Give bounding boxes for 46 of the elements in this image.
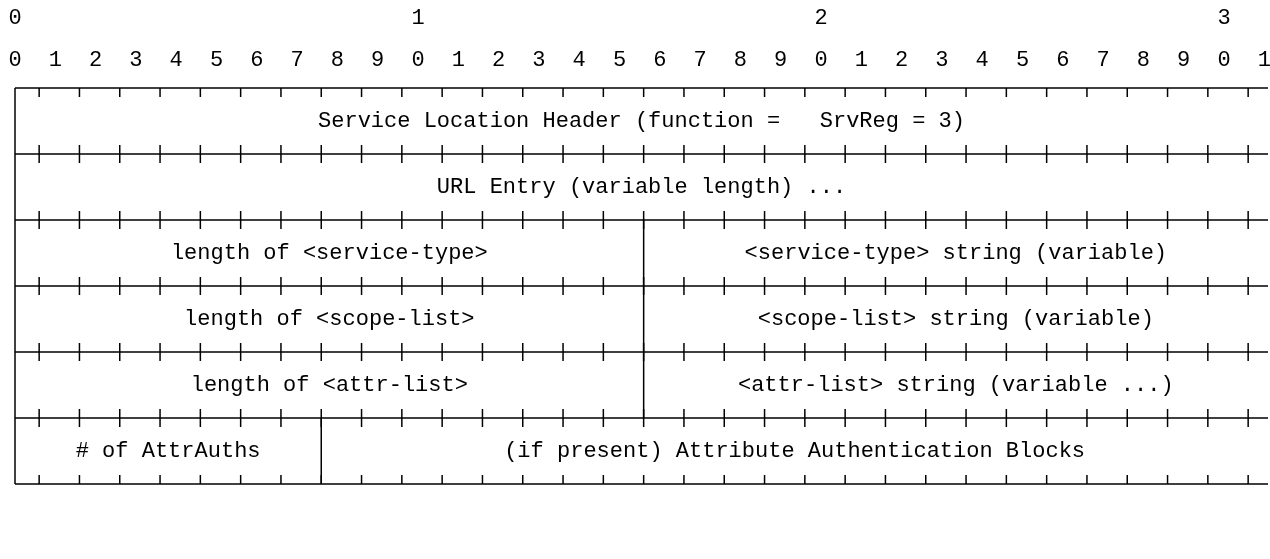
bit-number: 4 bbox=[169, 48, 183, 73]
bit-number: 4 bbox=[975, 48, 989, 73]
bit-number: 5 bbox=[612, 48, 627, 73]
bit-number: 0 bbox=[8, 48, 22, 73]
bit-number: 7 bbox=[1096, 48, 1110, 73]
field-label: <attr-list> string (variable ...) bbox=[737, 372, 1174, 398]
bit-number: 2 bbox=[492, 48, 506, 73]
field-label: (if present) Attribute Authentication Blocks bbox=[504, 438, 1086, 464]
bit-number: 3 bbox=[935, 48, 949, 73]
bit-number: 7 bbox=[693, 48, 707, 73]
bit-number: 2 bbox=[814, 6, 828, 31]
bit-number: 0 bbox=[8, 6, 22, 31]
field-label: length of <service-type> bbox=[170, 240, 488, 266]
bit-number: 0 bbox=[1217, 48, 1231, 73]
bit-number: 1 bbox=[451, 48, 465, 73]
bit-number: 6 bbox=[653, 48, 667, 73]
field-label: # of AttrAuths bbox=[75, 438, 261, 464]
bit-number: 3 bbox=[129, 48, 143, 73]
bit-number: 9 bbox=[371, 48, 385, 73]
field-label: length of <scope-list> bbox=[184, 306, 475, 332]
field-label: URL Entry (variable length) ... bbox=[436, 174, 847, 200]
bit-number: 6 bbox=[250, 48, 264, 73]
bit-number: 9 bbox=[1177, 48, 1191, 73]
bit-number: 4 bbox=[572, 48, 586, 73]
bit-number: 8 bbox=[1136, 48, 1150, 73]
bit-number: 1 bbox=[48, 48, 62, 73]
bit-number: 3 bbox=[532, 48, 546, 73]
bit-number: 2 bbox=[895, 48, 909, 73]
bit-number: 3 bbox=[1217, 6, 1231, 31]
bit-number: 8 bbox=[330, 48, 344, 73]
bit-number: 6 bbox=[1056, 48, 1070, 73]
field-label: <scope-list> string (variable) bbox=[757, 306, 1154, 332]
field-label: Service Location Header (function = SrvReg = 3) bbox=[318, 108, 965, 134]
bit-number: 2 bbox=[89, 48, 103, 73]
field-label: length of <attr-list> bbox=[190, 372, 468, 398]
bit-number: 5 bbox=[209, 48, 224, 73]
bit-number: 0 bbox=[411, 48, 425, 73]
bit-number: 1 bbox=[1257, 48, 1270, 73]
bit-number: 8 bbox=[733, 48, 747, 73]
bit-number: 7 bbox=[290, 48, 304, 73]
bit-number: 5 bbox=[1015, 48, 1030, 73]
bit-number: 1 bbox=[411, 6, 425, 31]
field-label: <service-type> string (variable) bbox=[744, 240, 1168, 266]
bit-number: 0 bbox=[814, 48, 828, 73]
bit-number: 9 bbox=[774, 48, 788, 73]
bit-number: 1 bbox=[854, 48, 868, 73]
